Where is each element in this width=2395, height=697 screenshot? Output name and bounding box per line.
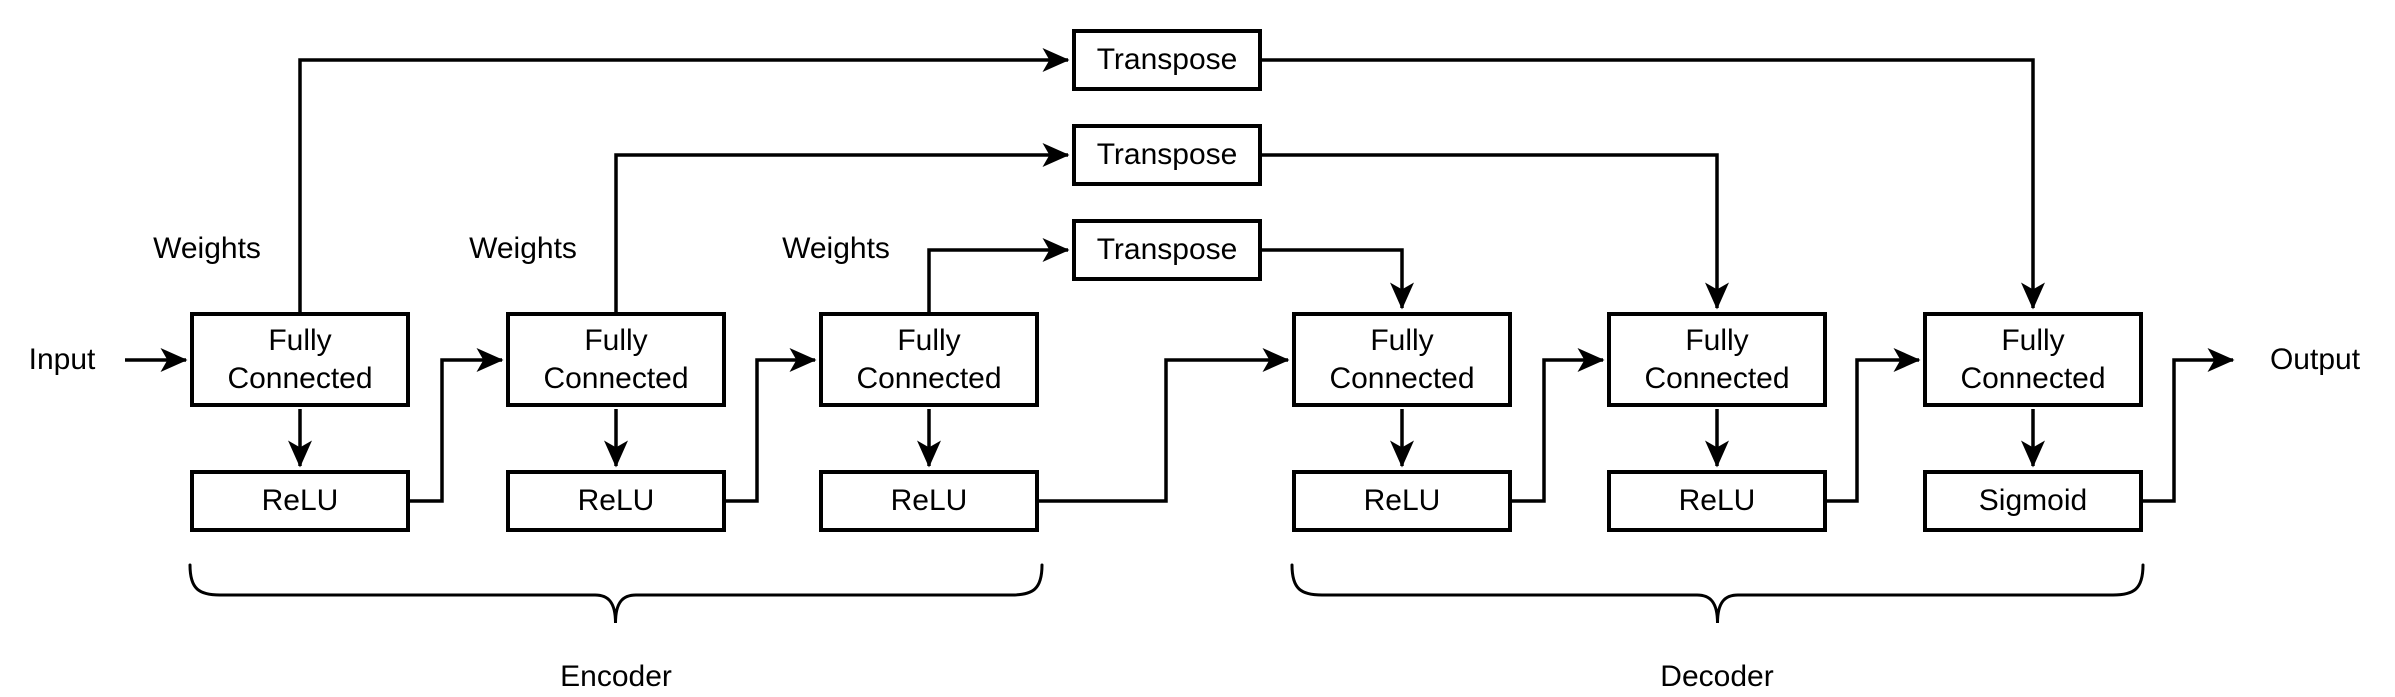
node-encoder-fc-1: Fully Connected bbox=[190, 312, 410, 407]
node-transpose-3: Transpose bbox=[1072, 219, 1262, 281]
encoder-relu-1-label: ReLU bbox=[261, 484, 339, 517]
label-decoder: Decoder bbox=[1660, 660, 1774, 693]
connector-relu2-to-fc3 bbox=[726, 348, 817, 503]
decoder-sigmoid-label: Sigmoid bbox=[1978, 484, 2088, 517]
node-decoder-relu-1: ReLU bbox=[1292, 470, 1512, 532]
transpose-1-label: Transpose bbox=[1096, 43, 1238, 76]
connector-fc1-weights-to-transpose1 bbox=[298, 48, 1070, 312]
node-encoder-relu-2: ReLU bbox=[506, 470, 726, 532]
connector-fc2-weights-to-transpose2 bbox=[614, 143, 1070, 312]
connector-transpose3-to-fc4 bbox=[1262, 248, 1414, 310]
label-encoder: Encoder bbox=[560, 660, 672, 693]
node-decoder-relu-2: ReLU bbox=[1607, 470, 1827, 532]
connector-relu4-to-fc5 bbox=[1512, 348, 1605, 503]
node-transpose-1: Transpose bbox=[1072, 29, 1262, 91]
encoder-fc-2-label-line1: Fully bbox=[584, 323, 648, 357]
connector-relu1-to-fc2 bbox=[410, 348, 504, 503]
node-encoder-relu-3: ReLU bbox=[819, 470, 1039, 532]
label-weights-3: Weights bbox=[782, 232, 890, 265]
node-decoder-fc-1: Fully Connected bbox=[1292, 312, 1512, 407]
node-encoder-relu-1: ReLU bbox=[190, 470, 410, 532]
encoder-fc-3-label-line2: Connected bbox=[856, 361, 1002, 395]
decoder-relu-1-label: ReLU bbox=[1363, 484, 1441, 517]
decoder-fc-1-label-line1: Fully bbox=[1370, 323, 1434, 357]
node-transpose-2: Transpose bbox=[1072, 124, 1262, 186]
encoder-brace bbox=[188, 563, 1044, 624]
encoder-fc-1-label-line2: Connected bbox=[227, 361, 373, 395]
encoder-fc-2-label-line2: Connected bbox=[543, 361, 689, 395]
node-decoder-fc-3: Fully Connected bbox=[1923, 312, 2143, 407]
label-input: Input bbox=[28, 343, 96, 376]
node-encoder-fc-3: Fully Connected bbox=[819, 312, 1039, 407]
node-decoder-sigmoid: Sigmoid bbox=[1923, 470, 2143, 532]
transpose-2-label: Transpose bbox=[1096, 138, 1238, 171]
encoder-fc-3-label-line1: Fully bbox=[897, 323, 961, 357]
decoder-brace bbox=[1290, 563, 2145, 624]
node-encoder-fc-2: Fully Connected bbox=[506, 312, 726, 407]
connector-transpose1-to-fc6 bbox=[1262, 58, 2045, 310]
label-weights-2: Weights bbox=[469, 232, 577, 265]
encoder-fc-1-label-line1: Fully bbox=[268, 323, 332, 357]
label-weights-1: Weights bbox=[153, 232, 261, 265]
encoder-relu-3-label: ReLU bbox=[890, 484, 968, 517]
node-decoder-fc-2: Fully Connected bbox=[1607, 312, 1827, 407]
decoder-relu-2-label: ReLU bbox=[1678, 484, 1756, 517]
connector-sigmoid-to-output bbox=[2143, 348, 2235, 503]
connector-relu5-to-fc6 bbox=[1827, 348, 1921, 503]
decoder-fc-2-label-line2: Connected bbox=[1644, 361, 1790, 395]
decoder-fc-3-label-line2: Connected bbox=[1960, 361, 2106, 395]
transpose-3-label: Transpose bbox=[1096, 233, 1238, 266]
connector-relu3-to-fc4 bbox=[1039, 348, 1290, 503]
decoder-fc-1-label-line2: Connected bbox=[1329, 361, 1475, 395]
label-output: Output bbox=[2269, 343, 2361, 376]
decoder-fc-2-label-line1: Fully bbox=[1685, 323, 1749, 357]
connector-fc3-weights-to-transpose3 bbox=[927, 238, 1070, 312]
decoder-fc-3-label-line1: Fully bbox=[2001, 323, 2065, 357]
encoder-relu-2-label: ReLU bbox=[577, 484, 655, 517]
connector-transpose2-to-fc5 bbox=[1262, 153, 1729, 310]
